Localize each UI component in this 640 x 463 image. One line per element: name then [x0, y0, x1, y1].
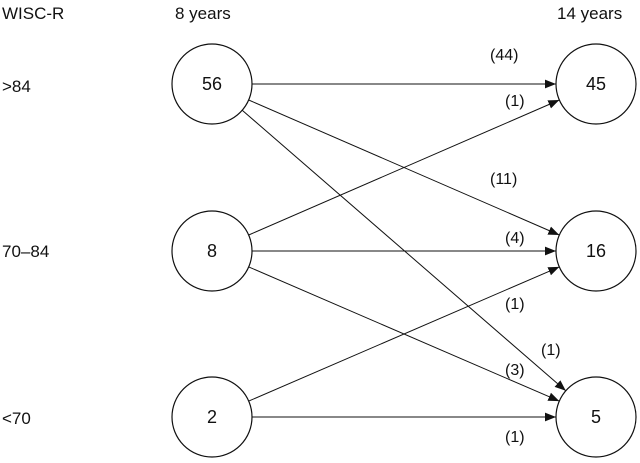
- flow-label-above-84-to-70-84: (11): [490, 171, 517, 188]
- node-14y-below-70: 5: [555, 376, 637, 458]
- node-8y-70-84-count: 8: [207, 241, 217, 261]
- flow-label-below-70-to-below-70: (1): [505, 429, 525, 446]
- node-8y-below-70-count: 2: [207, 407, 217, 427]
- node-14y-70-84: 16: [555, 210, 637, 292]
- node-14y-above-84-circle: [555, 43, 637, 125]
- node-8y-70-84-circle: [171, 210, 253, 292]
- age-14-header: 14 years: [557, 4, 622, 23]
- age-8-header: 8 years: [175, 4, 231, 23]
- node-8y-below-70: 2: [171, 376, 253, 458]
- arrow-above-84-to-below-70: [241, 109, 567, 392]
- arrow-above-84-to-70-84: [248, 99, 560, 236]
- node-8y-above-84: 56: [171, 43, 253, 125]
- node-14y-below-70-count: 5: [591, 407, 601, 427]
- node-14y-below-70-circle: [555, 376, 637, 458]
- measure-header: WISC-R: [2, 4, 64, 23]
- node-8y-70-84: 8: [171, 210, 253, 292]
- node-14y-above-84: 45: [555, 43, 637, 125]
- node-14y-70-84-count: 16: [586, 241, 606, 261]
- node-14y-70-84-circle: [555, 210, 637, 292]
- transition-arrows: [241, 79, 567, 422]
- node-8y-above-84-circle: [171, 43, 253, 125]
- flow-label-70-84-to-above-84: (1): [505, 93, 525, 110]
- flow-label-70-84-to-below-70: (3): [505, 362, 525, 379]
- flow-label-70-84-to-70-84: (4): [505, 230, 525, 247]
- row-label-70-84: 70–84: [2, 242, 49, 261]
- node-8y-below-70-circle: [171, 376, 253, 458]
- arrow-70-84-to-below-70: [248, 266, 560, 402]
- node-8y-above-84-count: 56: [202, 74, 222, 94]
- row-label-below-70: <70: [2, 409, 31, 428]
- flow-label-above-84-to-above-84: (44): [490, 47, 518, 64]
- flow-label-above-84-to-below-70: (1): [541, 342, 561, 359]
- flow-label-below-70-to-70-84: (1): [505, 296, 525, 313]
- row-label-above-84: >84: [2, 77, 31, 96]
- node-14y-above-84-count: 45: [586, 74, 606, 94]
